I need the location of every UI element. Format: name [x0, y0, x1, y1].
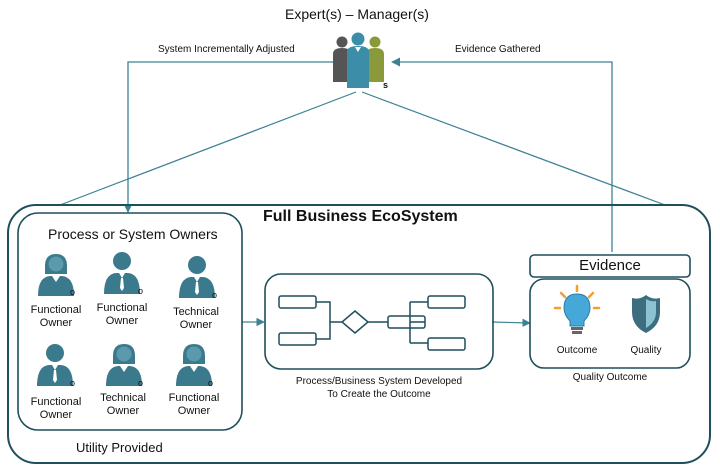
flow-box-4 — [427, 295, 466, 309]
adjust-arrow — [123, 61, 334, 213]
page-title: Expert(s) – Manager(s) — [285, 6, 429, 22]
process-caption-line2: To Create the Outcome — [327, 389, 431, 400]
quality-outcome-caption: Quality Outcome — [572, 372, 648, 383]
owner-badge: o — [208, 378, 214, 388]
owner-badge: o — [138, 286, 144, 296]
owners-panel — [17, 212, 243, 431]
evidence-panel — [529, 278, 691, 369]
owners-panel-title: Process or System Owners — [48, 226, 218, 242]
male-person-icon — [104, 252, 140, 294]
cone-right-line — [361, 91, 666, 206]
process-flowchart — [278, 295, 466, 351]
system-adjusted-label: System Incrementally Adjusted — [158, 44, 295, 55]
process-to-evidence-arrow — [491, 318, 531, 327]
flow-box-5 — [427, 337, 466, 351]
outcome-label: Outcome — [556, 345, 598, 356]
owner-badge: o — [70, 378, 76, 388]
cone-left-line — [59, 91, 357, 206]
female-person-icon — [38, 254, 74, 296]
female-person-icon — [106, 344, 142, 386]
evidence-arrow — [391, 57, 613, 252]
owner-badge: o — [212, 290, 218, 300]
owners-panel-footer: Utility Provided — [76, 440, 163, 455]
ecosystem-title: Full Business EcoSystem — [263, 208, 458, 225]
quality-label: Quality — [630, 345, 662, 356]
lightbulb-icon — [553, 284, 601, 334]
managers-group-icon — [333, 32, 384, 88]
evidence-title: Evidence — [579, 257, 641, 274]
connectors — [59, 57, 666, 327]
flow-box-2 — [278, 332, 317, 346]
owner-badge: o — [138, 378, 144, 388]
shield-icon — [632, 295, 660, 333]
owner-badge: o — [70, 287, 76, 297]
evidence-header-box — [529, 254, 691, 278]
ecosystem-frame — [7, 204, 711, 464]
flow-box-1 — [278, 295, 317, 309]
process-caption-line1: Process/Business System Developed — [295, 376, 463, 387]
managers-icon-suffix: s — [383, 80, 389, 90]
male-person-icon — [37, 344, 73, 386]
female-person-icon — [176, 344, 212, 386]
male-person-icon — [179, 256, 215, 298]
flow-decision-diamond — [340, 310, 370, 334]
evidence-gathered-label: Evidence Gathered — [455, 44, 541, 55]
process-panel — [264, 273, 494, 370]
